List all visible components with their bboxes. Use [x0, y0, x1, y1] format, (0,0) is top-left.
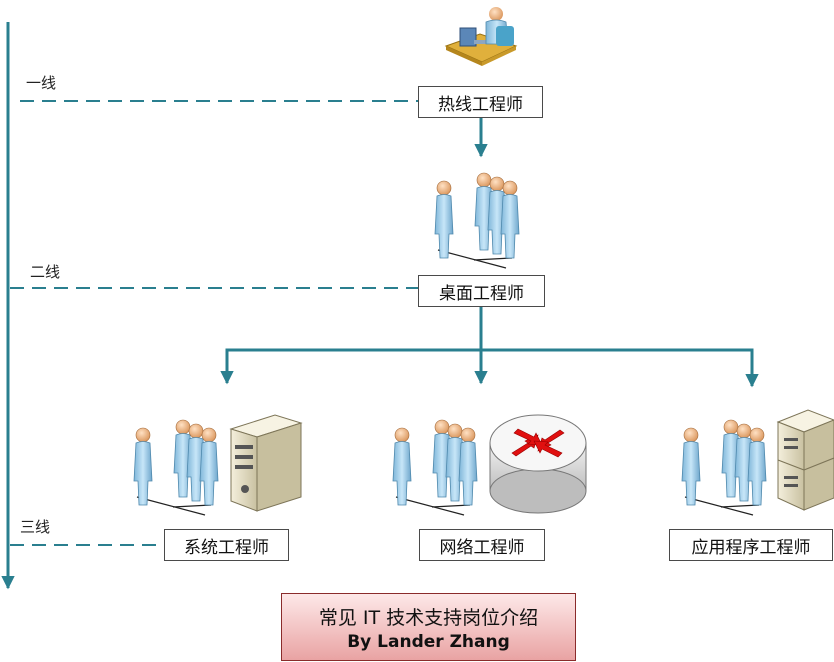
caption-title: 常见 IT 技术支持岗位介绍	[318, 606, 539, 629]
tier2-label: 二线	[30, 263, 61, 281]
application-engineer-box: 应用程序工程师	[669, 529, 833, 561]
network-engineer-box: 网络工程师	[419, 529, 545, 561]
tier3-label: 三线	[20, 518, 51, 536]
system-team-icon	[134, 420, 218, 515]
desktop-team-icon	[435, 173, 519, 268]
hotline-engineer-box: 热线工程师	[418, 86, 543, 118]
desktop-engineer-box: 桌面工程师	[418, 275, 545, 307]
caption-box: 常见 IT 技术支持岗位介绍 By Lander Zhang	[281, 593, 576, 661]
server-rack-icon	[776, 409, 834, 511]
application-team-icon	[682, 420, 766, 515]
operator-desk-icon	[444, 7, 518, 66]
server-icon	[229, 414, 303, 512]
system-engineer-box: 系统工程师	[164, 529, 289, 561]
caption-author: By Lander Zhang	[347, 631, 510, 652]
tier1-label: 一线	[26, 74, 57, 92]
router-icon	[489, 414, 587, 514]
branch-bar	[225, 348, 754, 383]
network-team-icon	[393, 420, 477, 515]
